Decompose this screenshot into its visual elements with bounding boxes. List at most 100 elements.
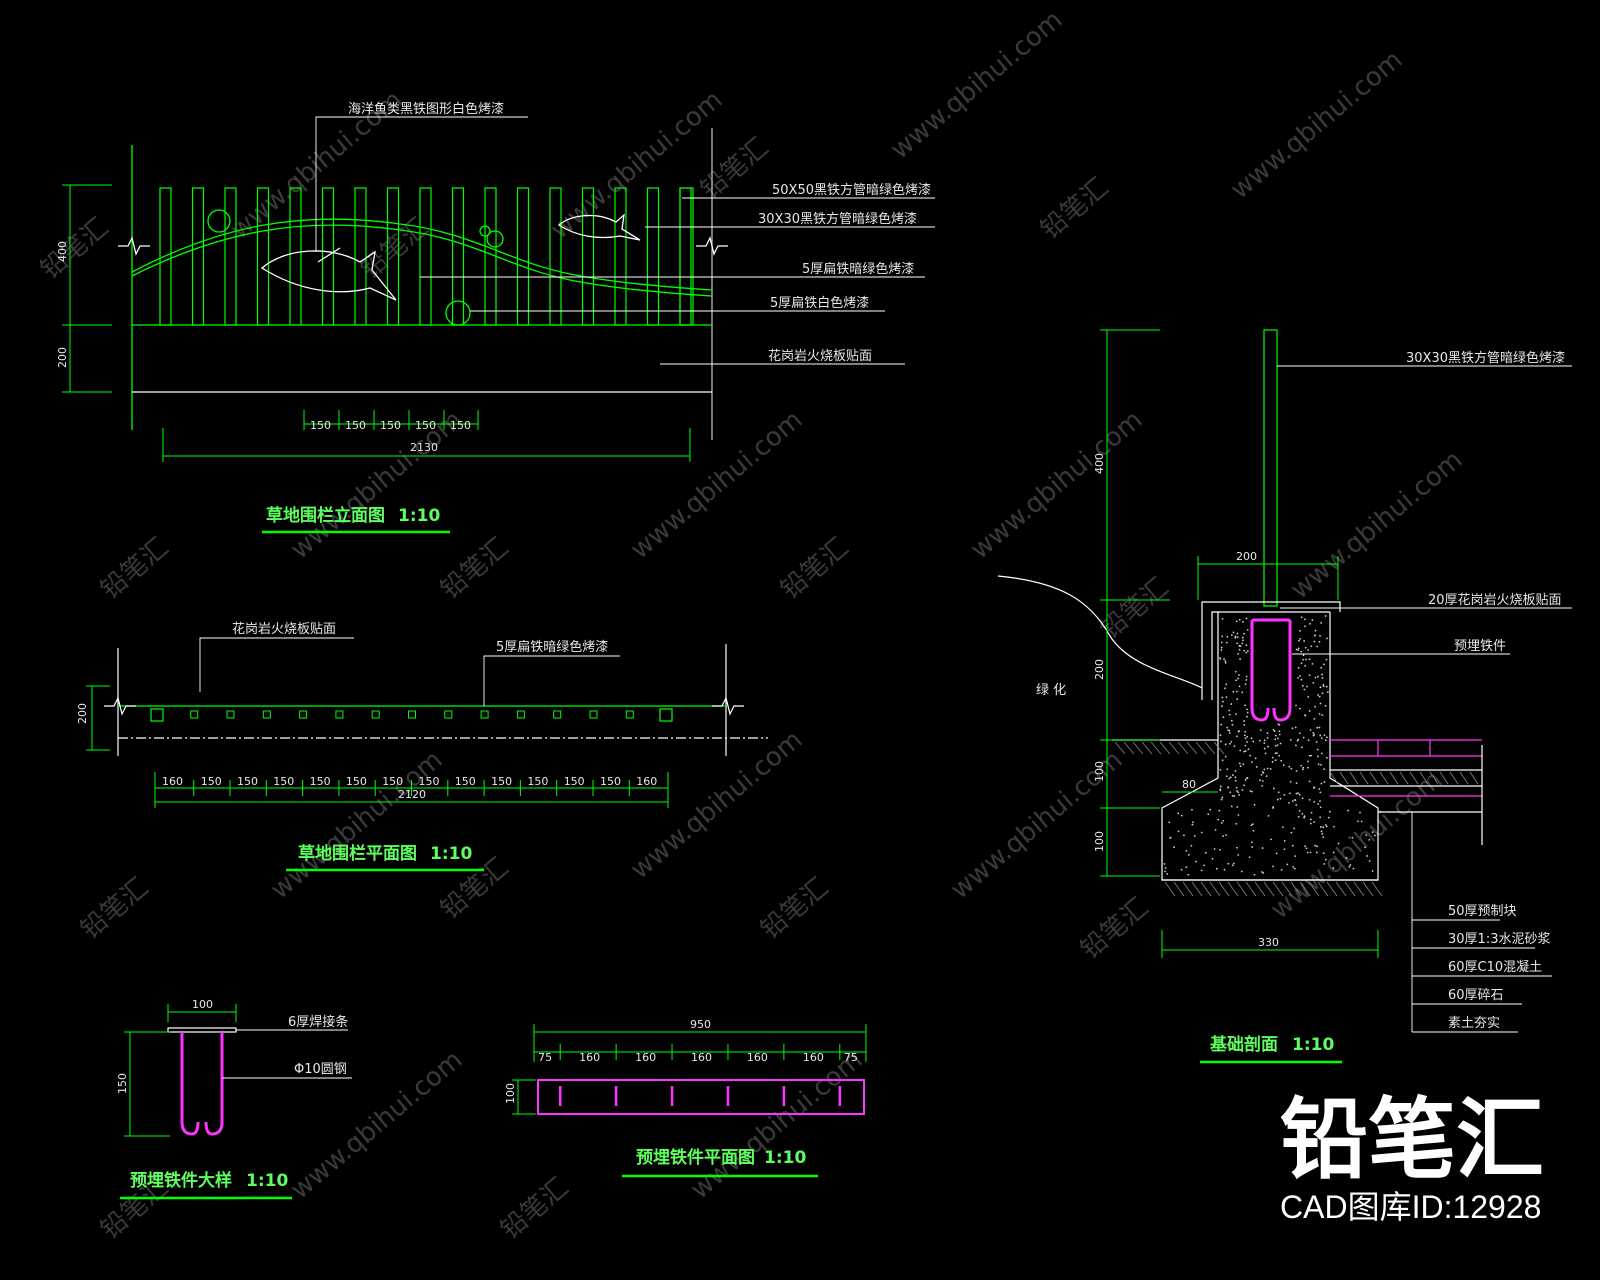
concrete-aggregate [1303, 640, 1306, 642]
concrete-aggregate [1244, 744, 1247, 747]
concrete-aggregate [1298, 732, 1301, 735]
concrete-aggregate [1223, 868, 1226, 871]
concrete-aggregate [1232, 631, 1235, 634]
concrete-aggregate [1253, 873, 1256, 876]
elevation-title: 草地围栏立面图 [266, 505, 385, 526]
concrete-aggregate [1364, 846, 1366, 849]
hatch-line [1379, 771, 1389, 785]
concrete-aggregate [1222, 716, 1225, 719]
concrete-aggregate [1314, 634, 1317, 637]
section-dim-100b: 100 [1093, 831, 1106, 852]
concrete-aggregate [1274, 734, 1277, 737]
concrete-aggregate [1290, 767, 1293, 770]
watermark-site: www.qbihui.com [625, 405, 808, 565]
embed-detail-leaders [222, 1029, 352, 1079]
plan-spacing-value: 160 [162, 775, 183, 788]
hatch-line [1389, 771, 1399, 785]
concrete-aggregate [1332, 851, 1335, 854]
watermark-site: www.qbihui.com [1285, 445, 1468, 605]
concrete-aggregate [1251, 790, 1253, 793]
concrete-aggregate [1241, 691, 1244, 694]
concrete-aggregate [1274, 738, 1277, 741]
concrete-aggregate [1319, 816, 1322, 819]
plan-spacing-value: 150 [491, 775, 512, 788]
plan-spacing-value: 150 [455, 775, 476, 788]
concrete-aggregate [1290, 831, 1293, 834]
concrete-aggregate [1312, 731, 1315, 734]
hatch-line [1469, 771, 1479, 785]
plan-post [625, 710, 634, 719]
concrete-aggregate [1241, 789, 1244, 791]
concrete-aggregate [1220, 798, 1223, 801]
section-label-30x30: 30X30黑铁方管暗绿色烤漆 [1406, 350, 1565, 366]
concrete-aggregate [1249, 790, 1252, 792]
elevation-label-30x30: 30X30黑铁方管暗绿色烤漆 [758, 211, 917, 227]
concrete-aggregate [1321, 692, 1324, 695]
concrete-aggregate [1298, 639, 1300, 642]
embed-plan-spacing-value: 160 [747, 1051, 768, 1064]
fence-pickets [159, 187, 694, 326]
concrete-aggregate [1235, 679, 1237, 682]
concrete-aggregate [1234, 776, 1237, 779]
concrete-aggregate [1237, 814, 1240, 816]
concrete-aggregate [1366, 855, 1368, 857]
elevation-spacing-value: 150 [310, 419, 331, 432]
concrete-aggregate [1190, 844, 1193, 847]
concrete-aggregate [1326, 637, 1328, 640]
concrete-aggregate [1234, 770, 1237, 772]
concrete-aggregate [1219, 788, 1222, 791]
concrete-aggregate [1309, 622, 1311, 625]
concrete-aggregate [1236, 735, 1238, 738]
concrete-aggregate [1360, 820, 1363, 823]
concrete-aggregate [1203, 864, 1205, 867]
concrete-aggregate [1250, 841, 1253, 844]
concrete-aggregate [1295, 804, 1298, 806]
concrete-aggregate [1243, 632, 1245, 635]
concrete-aggregate [1299, 675, 1301, 677]
concrete-aggregate [1316, 755, 1319, 758]
section-scale: 1:10 [1292, 1035, 1334, 1055]
concrete-aggregate [1300, 678, 1303, 681]
concrete-aggregate [1320, 763, 1322, 766]
concrete-aggregate [1230, 719, 1233, 722]
concrete-aggregate [1215, 867, 1218, 870]
concrete-aggregate [1267, 815, 1270, 817]
concrete-aggregate [1246, 708, 1248, 711]
concrete-aggregate [1291, 727, 1294, 730]
concrete-aggregate [1263, 739, 1266, 742]
concrete-aggregate [1352, 867, 1355, 870]
concrete-aggregate [1214, 828, 1217, 831]
concrete-aggregate [1317, 694, 1319, 696]
hatch-line [1344, 881, 1356, 897]
plan-post [226, 710, 235, 719]
concrete-aggregate [1318, 788, 1321, 790]
concrete-aggregate [1222, 835, 1225, 838]
concrete-aggregate [1313, 640, 1316, 643]
concrete-aggregate [1242, 639, 1244, 642]
concrete-aggregate [1293, 827, 1296, 830]
section-dimensions [1100, 329, 1379, 958]
watermark-logo: 铅笔汇 [95, 532, 174, 605]
concrete-aggregate [1312, 734, 1315, 737]
concrete-aggregate [1231, 774, 1234, 776]
concrete-aggregate [1244, 730, 1247, 733]
concrete-aggregate [1187, 854, 1190, 856]
concrete-aggregate [1297, 649, 1300, 652]
plan-post-markers [190, 710, 634, 719]
concrete-aggregate [1183, 834, 1185, 837]
concrete-aggregate [1221, 617, 1224, 620]
concrete-aggregate [1233, 795, 1236, 798]
concrete-aggregate [1307, 760, 1309, 763]
concrete-aggregate [1298, 793, 1301, 796]
plan-post [589, 710, 598, 719]
concrete-aggregate [1169, 836, 1172, 839]
concrete-aggregate [1302, 736, 1305, 739]
concrete-aggregate [1365, 834, 1368, 837]
concrete-aggregate [1271, 760, 1274, 763]
section-dim-400: 400 [1093, 453, 1106, 474]
concrete-aggregate [1247, 748, 1250, 751]
concrete-aggregate [1327, 816, 1330, 819]
concrete-aggregate [1237, 791, 1240, 794]
